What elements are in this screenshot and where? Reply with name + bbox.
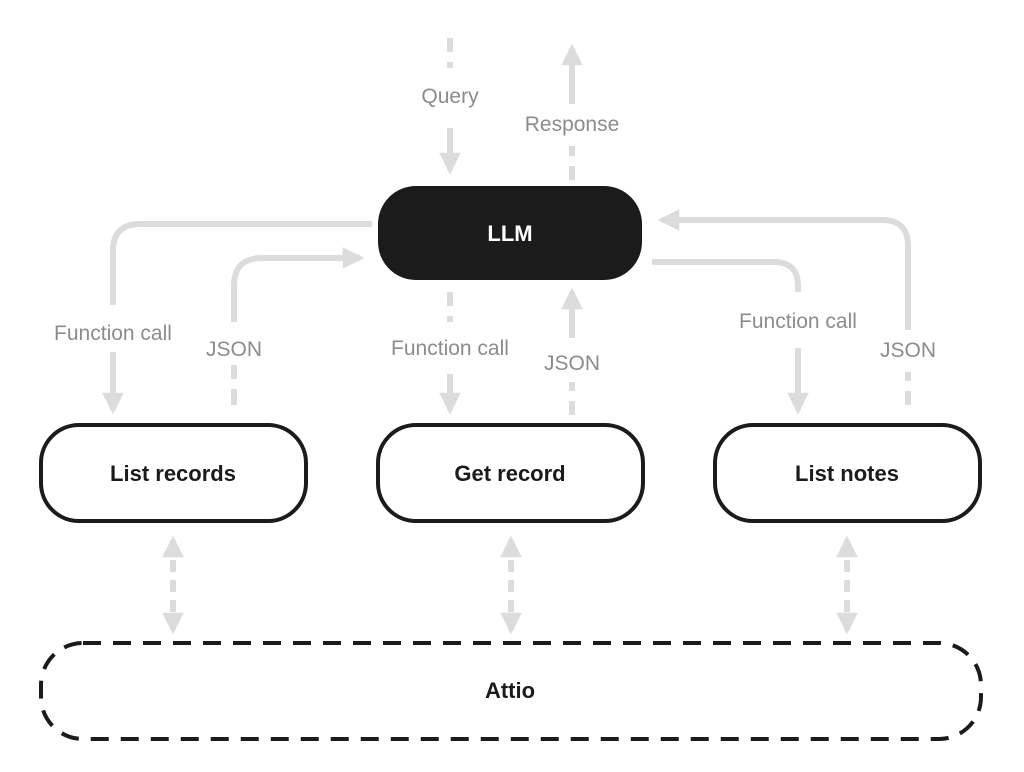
attio-label: Attio	[485, 678, 535, 703]
llm-label: LLM	[487, 221, 532, 246]
function-call-label-list-records: Function call	[54, 322, 172, 345]
json-label-list-notes: JSON	[880, 339, 936, 362]
get-record-node: Get record	[376, 423, 645, 523]
list-notes-box	[713, 423, 982, 523]
function-call-label-get-record: Function call	[391, 337, 509, 360]
list-records-box	[39, 423, 308, 523]
function-call-label-list-notes: Function call	[739, 310, 857, 333]
query-label: Query	[421, 85, 479, 108]
connector-labels: Query Response Function call JSON Functi…	[54, 85, 936, 375]
get-record-box	[376, 423, 645, 523]
response-label: Response	[525, 113, 620, 136]
llm-node: LLM	[378, 186, 642, 280]
attio-node: Attio	[39, 641, 983, 741]
list-notes-label: List notes	[795, 461, 899, 486]
function-call-connector-list-notes	[652, 259, 801, 292]
list-notes-node: List notes	[713, 423, 982, 523]
llm-box	[378, 186, 642, 280]
json-arrow-list-notes	[657, 209, 911, 330]
list-records-node: List records	[39, 423, 308, 523]
connectors	[102, 38, 911, 635]
list-records-label: List records	[110, 461, 236, 486]
attio-box	[39, 641, 983, 741]
get-record-label: Get record	[454, 461, 565, 486]
json-label-get-record: JSON	[544, 352, 600, 375]
function-call-connector-list-records	[110, 221, 372, 305]
json-arrow-list-records	[231, 247, 365, 322]
json-label-list-records: JSON	[206, 338, 262, 361]
